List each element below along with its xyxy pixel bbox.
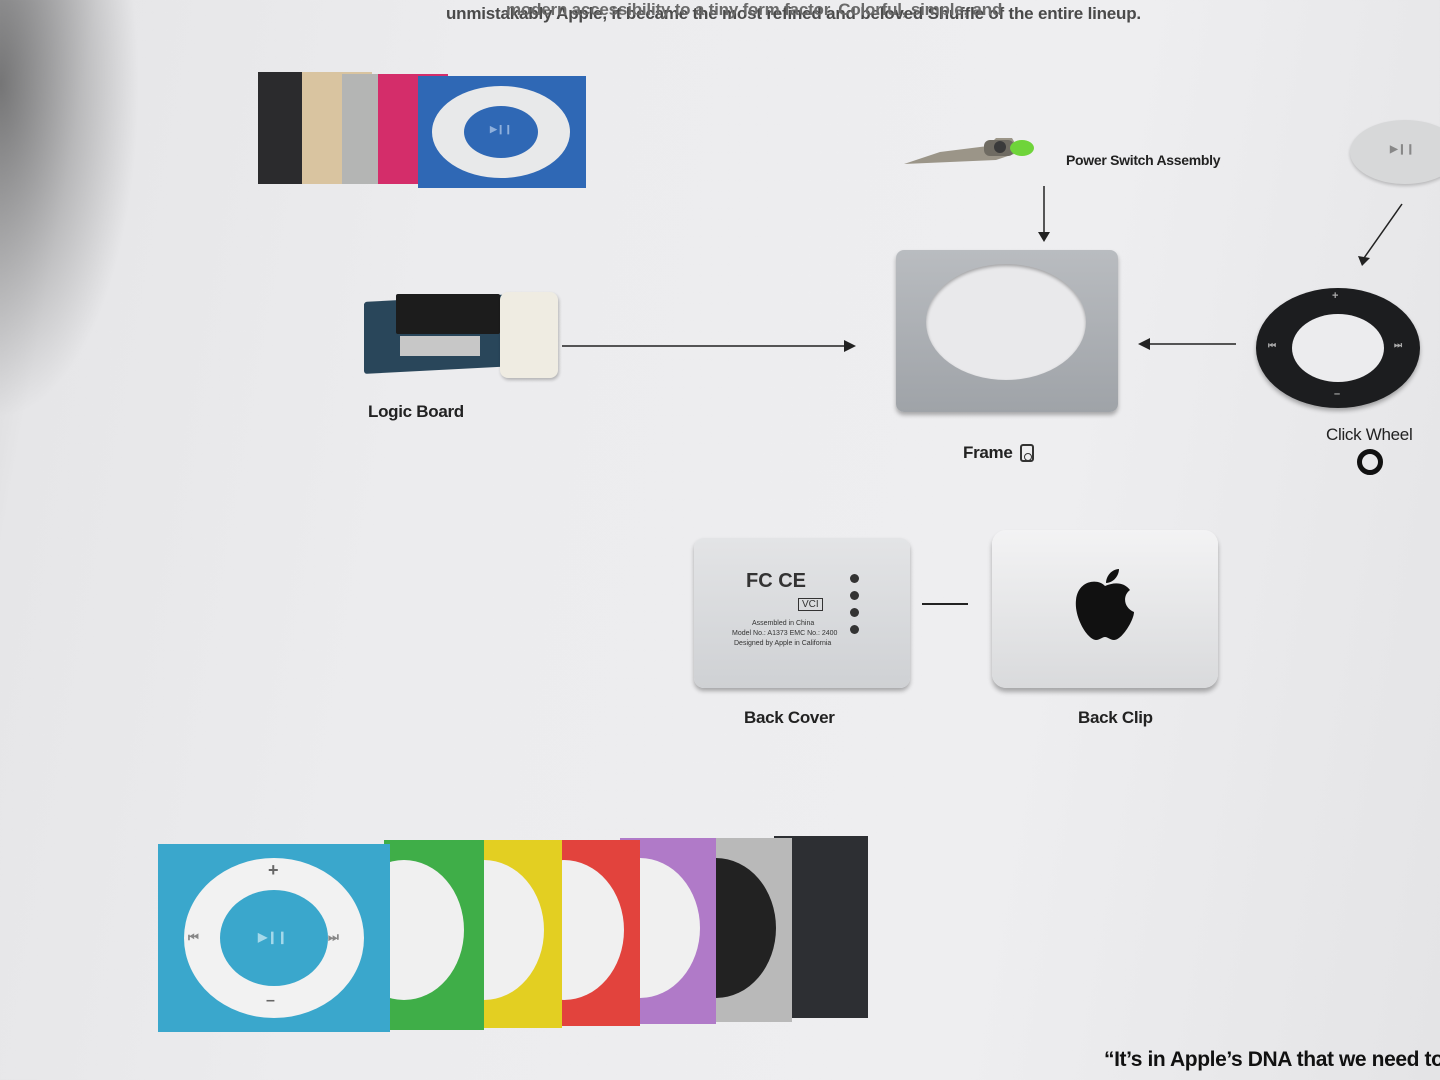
back-cover-label: Back Cover xyxy=(744,708,835,727)
large-center-button xyxy=(220,890,328,986)
intro-line-2: unmistakably Apple, it became the most r… xyxy=(446,4,1141,23)
bottom-shuffle-row: + – ⏮ ⏭ ▶❙❙ xyxy=(150,832,880,1036)
frame-opening xyxy=(926,264,1086,380)
back-clip xyxy=(992,530,1218,688)
frame-label: Frame xyxy=(963,443,1013,462)
logic-board-label: Logic Board xyxy=(368,402,464,421)
blue-center-button xyxy=(464,106,538,158)
vci-mark: VCI xyxy=(798,598,823,611)
apple-logo-icon xyxy=(1075,569,1134,640)
next-icon-large: ⏭ xyxy=(328,930,339,944)
click-wheel: + ⏮ ⏭ – xyxy=(1256,288,1420,408)
center-button-disc: ▶❙❙ xyxy=(1350,120,1440,184)
small-ring xyxy=(1357,449,1383,475)
power-switch-assembly xyxy=(904,138,1034,164)
plus-icon: + xyxy=(1332,290,1339,302)
power-switch-label: Power Switch Assembly xyxy=(1066,152,1221,168)
arrow-wheel-to-frame xyxy=(1138,338,1236,350)
shuffle-green xyxy=(384,840,484,1030)
frame xyxy=(896,250,1118,412)
prev-icon: ⏮ xyxy=(1268,340,1277,350)
plus-icon-large: + xyxy=(268,860,279,880)
button-holes xyxy=(850,574,859,634)
shuffle-blue-large: + – ⏮ ⏭ ▶❙❙ xyxy=(158,844,390,1032)
click-wheel-hole xyxy=(1292,314,1384,382)
shadow-vignette xyxy=(0,0,140,420)
intro-line-1: that the 4th generation iPod shuffle ret… xyxy=(506,0,1003,19)
intro-text: that the 4th generation iPod shuffle ret… xyxy=(446,0,1246,24)
top-shuffle-row: ▶❙❙ xyxy=(250,68,590,190)
dash-connector xyxy=(922,603,968,605)
back-cover-line-3: Designed by Apple in California xyxy=(734,640,832,647)
click-wheel-label: Click Wheel xyxy=(1326,425,1413,444)
ipod-icon xyxy=(1020,444,1034,462)
back-clip-label: Back Clip xyxy=(1078,708,1153,727)
prev-icon-large: ⏮ xyxy=(188,930,199,944)
play-pause-icon: ▶❙❙ xyxy=(490,124,513,134)
arrow-disc-to-wheel xyxy=(1358,203,1403,266)
back-cover-line-1: Assembled in China xyxy=(752,620,815,627)
next-icon: ⏭ xyxy=(1394,340,1403,350)
back-cover: FC CE VCI Assembled in China Model No.: … xyxy=(694,538,910,688)
quote-text: “It’s in Apple’s DNA that we need to ma xyxy=(1104,1048,1440,1071)
minus-icon: – xyxy=(1334,388,1341,400)
fcc-ce-marks: FC CE xyxy=(746,570,806,592)
arrow-board-to-frame xyxy=(562,340,856,352)
play-pause-icon-large: ▶❙❙ xyxy=(258,930,288,944)
arrow-power-to-frame xyxy=(1038,186,1050,242)
back-cover-line-2: Model No.: A1373 EMC No.: 2400 xyxy=(732,630,838,637)
logic-board xyxy=(360,284,560,384)
shuffle-blue: ▶❙❙ xyxy=(418,76,586,188)
minus-icon-large: – xyxy=(266,992,275,1009)
